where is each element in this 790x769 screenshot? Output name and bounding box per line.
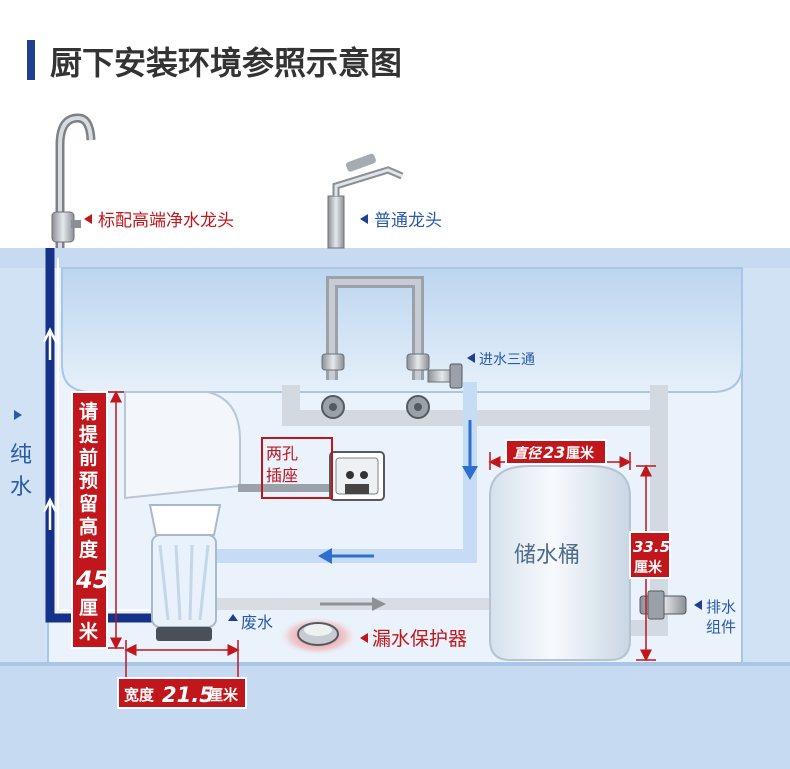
pure-water-up-arrows: [42, 327, 58, 530]
drain-assembly-label-2: 组件: [706, 618, 736, 636]
faucet-supply-pipes: [321, 276, 463, 419]
normal-faucet-label: 普通龙头: [374, 211, 442, 231]
socket-device: [329, 451, 385, 501]
diameter-value: 23: [543, 443, 565, 462]
reserve-height-unit: 厘: [79, 597, 98, 619]
tank-height-text: 33.5 厘米: [633, 538, 670, 576]
width-dimension: [117, 640, 247, 709]
socket-label-2: 插座: [266, 466, 298, 485]
diameter-prefix: 直径: [513, 445, 543, 462]
diameter-unit: 厘米: [566, 445, 595, 462]
reserve-height-dimension: [71, 390, 124, 650]
reserve-height-char: 请: [79, 400, 98, 423]
pure-water-label-2: 水: [10, 475, 32, 500]
pure-water-marker: [14, 410, 22, 420]
reserve-height-char: 预: [79, 470, 98, 492]
reserve-height-value: 45: [75, 566, 109, 594]
diameter-text: 直径 23 厘米: [513, 443, 595, 462]
socket-label-1: 两孔: [266, 444, 298, 463]
width-prefix: 宽度: [123, 686, 155, 704]
tank-height-dimension: [629, 464, 671, 662]
premium-faucet-label: 标配高端净水龙头: [98, 211, 234, 231]
leak-protector-marker: [360, 633, 368, 643]
purifier-unit: [124, 391, 330, 641]
tank-label: 储水桶: [514, 543, 580, 568]
reserve-height-char: 提: [79, 423, 99, 446]
title-bar: [27, 40, 35, 80]
normal-faucet-marker: [360, 214, 368, 224]
drain-assembly-label-1: 排水: [706, 598, 736, 616]
inlet-tee-marker: [467, 353, 475, 363]
sink-basin: [61, 267, 743, 393]
tank-height-value: 33.5: [633, 538, 670, 556]
width-value: 21.5: [162, 683, 214, 707]
width-text: 宽度 21.5 厘米: [123, 683, 239, 707]
reserve-height-char: 高: [79, 515, 98, 538]
waste-water-pipe: [212, 597, 502, 611]
socket-highlight: [261, 437, 333, 499]
leak-protector: [278, 616, 358, 656]
drain-assembly-marker: [694, 600, 702, 610]
leak-protector-label: 漏水保护器: [372, 628, 467, 650]
reserve-height-char: 留: [79, 493, 98, 515]
reserve-height-char: 前: [79, 446, 98, 469]
reserve-height-char: 度: [79, 538, 99, 561]
premium-faucet-marker: [84, 214, 92, 224]
waste-water-marker: [228, 614, 238, 621]
pure-water-label-1: 纯: [10, 443, 32, 468]
inlet-tee-label: 进水三通: [479, 352, 535, 368]
tank-height-unit: 厘米: [634, 559, 663, 576]
reserve-height-text: 请 提 前 预 留 高 度 45 厘 米: [75, 400, 109, 643]
inlet-flow-pipe: [212, 382, 478, 564]
waste-water-label: 废水: [241, 613, 273, 632]
width-unit: 厘米: [208, 686, 239, 704]
premium-faucet: [51, 113, 96, 248]
diameter-dimension: [488, 439, 632, 470]
normal-faucet: [327, 153, 404, 249]
reserve-height-unit: 米: [79, 620, 99, 643]
page-title: 厨下安装环境参照示意图: [50, 44, 402, 82]
